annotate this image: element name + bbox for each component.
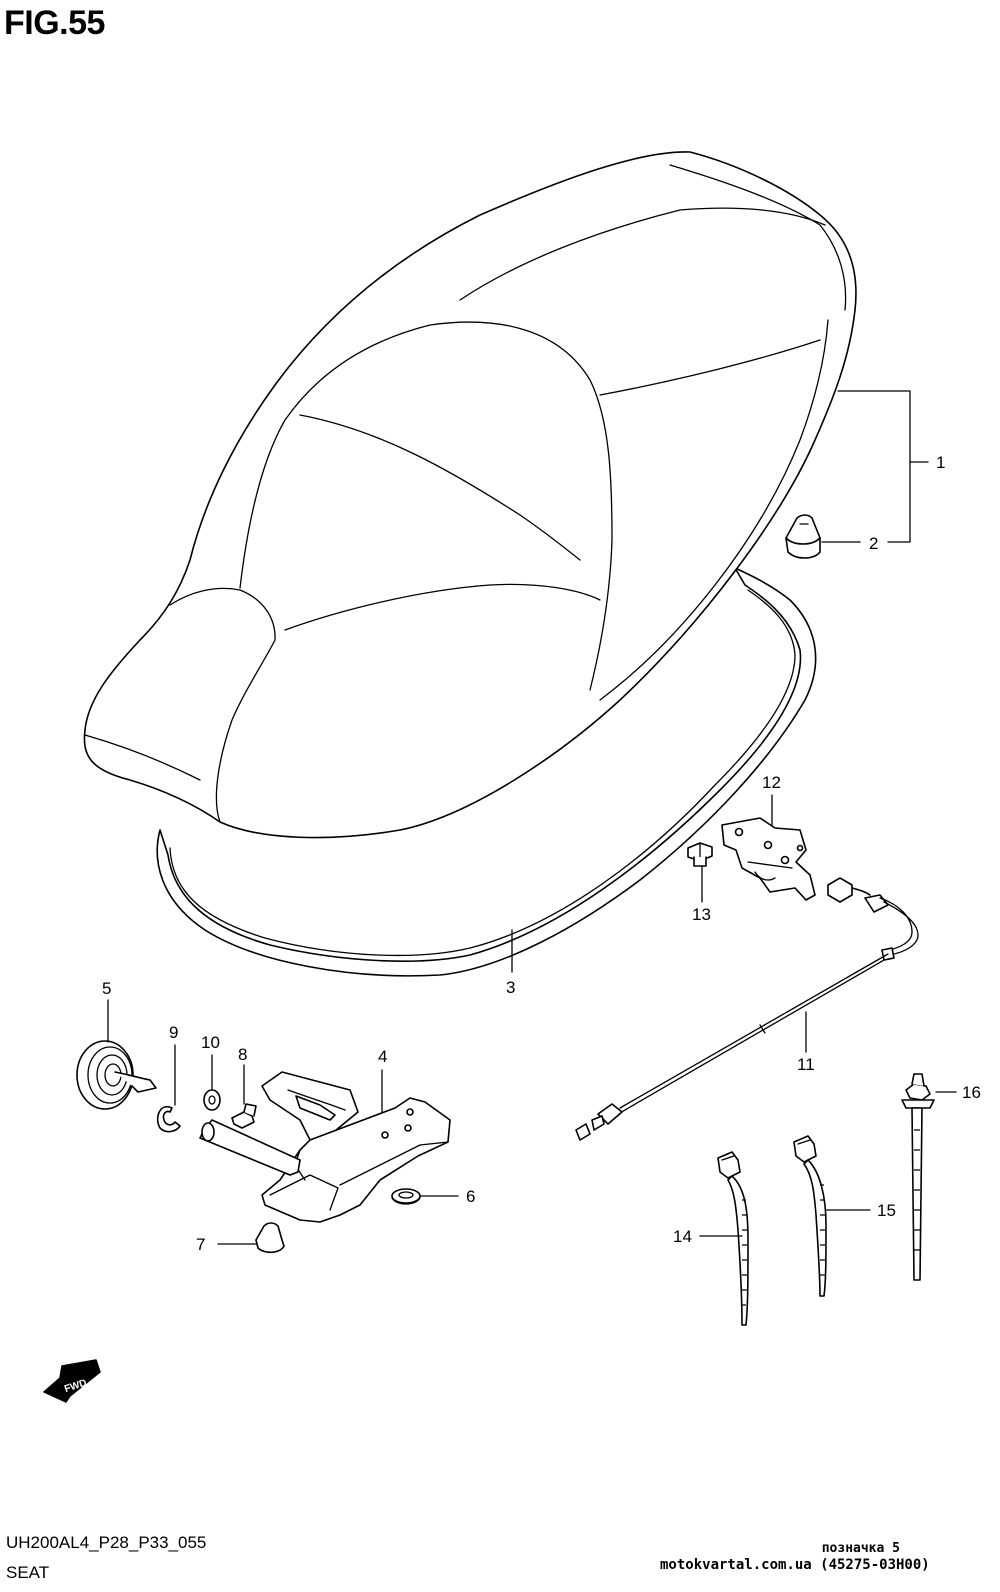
hinge-grommet — [391, 1188, 421, 1205]
seat-lock-bracket — [721, 817, 816, 901]
seat-base-frame — [156, 567, 817, 977]
callout-3: 3 — [506, 978, 515, 997]
callout-8: 8 — [238, 1045, 247, 1064]
model-code: UH200AL4_P28_P33_055 — [6, 1533, 207, 1552]
seat-spring — [76, 1040, 157, 1110]
wire-clamp-15 — [793, 1135, 827, 1297]
callout-4: 4 — [378, 1047, 387, 1066]
callout-7: 7 — [196, 1235, 205, 1254]
wire-clamp-14 — [717, 1151, 749, 1326]
callout-6: 6 — [466, 1187, 475, 1206]
watermark-line-1: позначка 5 — [821, 1541, 900, 1556]
callout-9: 9 — [169, 1023, 178, 1042]
seat-hinge — [199, 1071, 451, 1223]
hinge-cushion — [255, 1222, 285, 1254]
seat-lock-cable — [575, 877, 919, 1141]
callout-2: 2 — [869, 534, 878, 553]
figure-title: FIG.55 — [4, 4, 105, 42]
callout-labels: 1 2 3 4 5 6 7 8 9 10 11 12 13 14 15 16 — [102, 453, 981, 1254]
fwd-arrow-icon: FWD — [43, 1359, 101, 1403]
lock-bolt — [687, 842, 713, 867]
leader-lines — [107, 390, 957, 1245]
e-ring — [156, 1105, 181, 1133]
callout-16: 16 — [962, 1083, 981, 1102]
callout-1: 1 — [936, 453, 945, 472]
hinge-bolt — [231, 1103, 257, 1129]
callout-13: 13 — [692, 905, 711, 924]
callout-12: 12 — [762, 773, 781, 792]
callout-10: 10 — [201, 1033, 220, 1052]
callout-15: 15 — [877, 1201, 896, 1220]
seat-assembly — [83, 151, 857, 839]
seat-cushion-part — [785, 514, 821, 559]
callout-5: 5 — [102, 979, 111, 998]
hinge-collar — [203, 1089, 221, 1111]
callout-11: 11 — [797, 1055, 815, 1074]
callout-14: 14 — [673, 1227, 692, 1246]
section-name: SEAT — [6, 1563, 50, 1582]
watermark-line-2: motokvartal.com.ua (45275-03H00) — [660, 1557, 930, 1573]
wire-clamp-16 — [901, 1073, 935, 1281]
